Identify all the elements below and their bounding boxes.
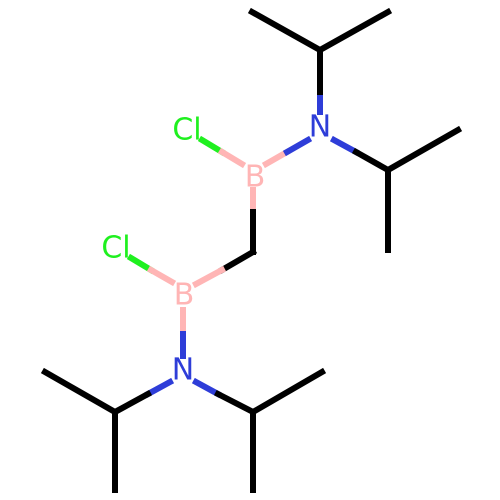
bond-n-c [329, 135, 361, 157]
bond-cl-b [126, 253, 156, 275]
bond-cl-b [217, 147, 247, 169]
atom-b1: B [245, 160, 266, 195]
atom-b2: B [174, 278, 195, 313]
atom-cl2: Cl [101, 231, 130, 266]
bond-c-c [383, 125, 463, 175]
bond-cl-b [197, 135, 227, 157]
bond-c-c [315, 7, 393, 55]
atom-n1: N [309, 110, 331, 145]
bond-n-c [351, 147, 393, 175]
bond-n-c [191, 377, 223, 399]
atom-cl1: Cl [172, 113, 201, 148]
bond-n-c [213, 389, 258, 417]
bond-b-n [282, 135, 313, 157]
bond-n-c [110, 389, 153, 417]
bond-c-c [247, 7, 325, 55]
bond-b-n [261, 147, 292, 169]
bond-cl-b [146, 265, 177, 287]
bond-n-c [143, 377, 175, 399]
bond-c-c [248, 367, 327, 417]
bond-c-b [191, 265, 227, 289]
bond-c-c [40, 367, 120, 417]
atom-n2: N [172, 353, 194, 388]
bond-c-b [217, 247, 258, 275]
